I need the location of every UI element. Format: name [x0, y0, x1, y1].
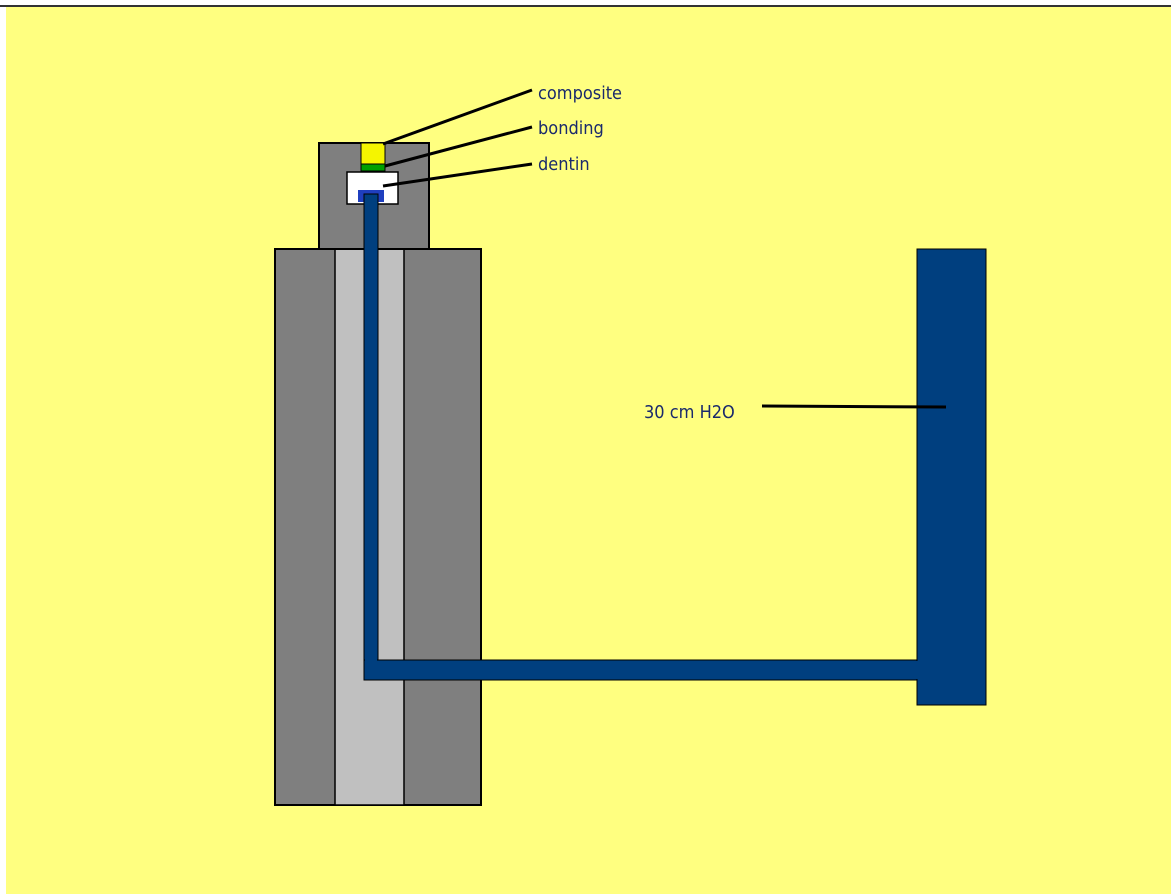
bonding-leader-line	[384, 125, 533, 168]
diagram-background-fill	[6, 7, 1171, 894]
water-tube-junction	[912, 661, 924, 679]
bonding-label: bonding	[538, 118, 604, 139]
composite-leader-line	[382, 88, 533, 146]
composite-label: composite	[538, 83, 622, 104]
dentin-label: dentin	[538, 154, 590, 175]
water-reservoir	[916, 248, 987, 706]
water-tube-horizontal	[363, 659, 925, 681]
water-tube-vertical-fill	[365, 195, 377, 679]
composite-layer	[360, 142, 386, 165]
pressure-label: 30 cm H2O	[644, 402, 735, 423]
bonding-layer	[360, 163, 386, 172]
pressure-leader-line	[761, 404, 947, 409]
dentin-leader-line	[382, 162, 533, 188]
